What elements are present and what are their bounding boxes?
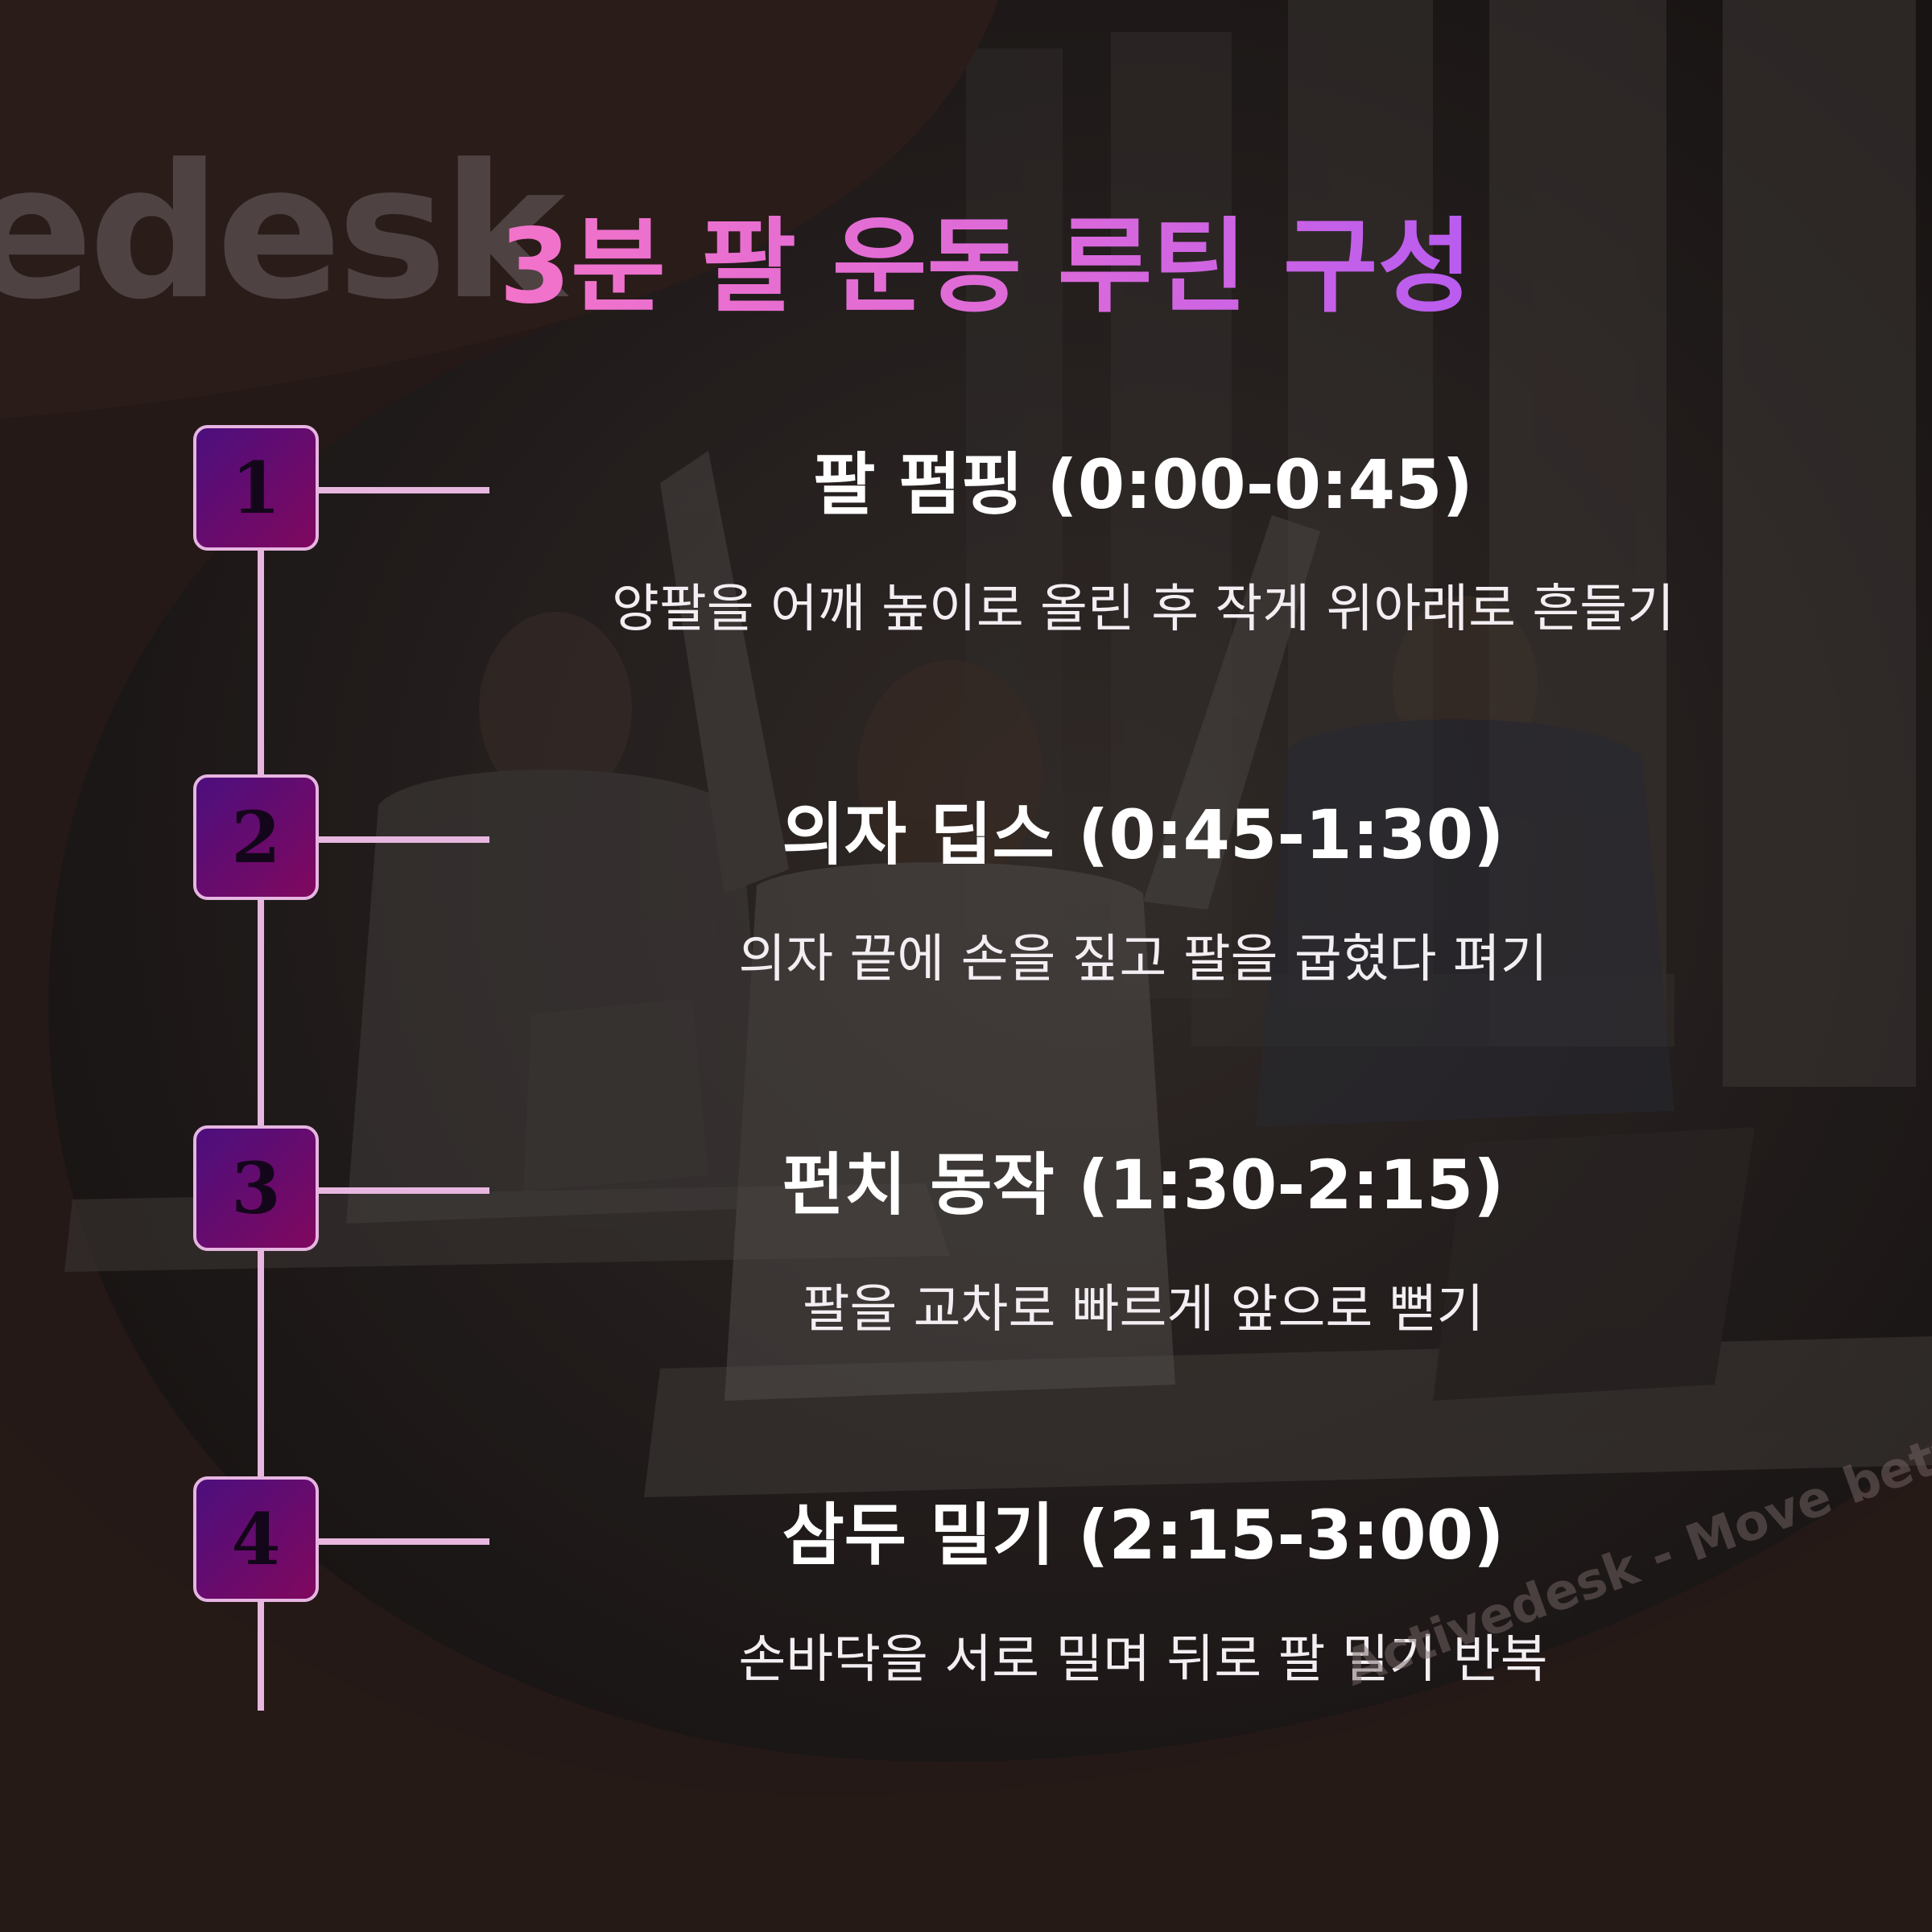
step-number: 3	[231, 1146, 281, 1230]
step-number: 4	[231, 1497, 281, 1581]
step-number-badge-1: 1	[193, 425, 319, 551]
step-description-3: 팔을 교차로 빠르게 앞으로 뻗기	[802, 1280, 1484, 1340]
page-title: 3분 팔 운동 루틴 구성	[499, 207, 1473, 327]
bottom-frame-shape	[0, 1417, 1932, 1932]
people-silhouettes	[346, 451, 1674, 1401]
step-number-badge-2: 2	[193, 774, 319, 900]
step-title-2: 의자 딥스 (0:45-1:30)	[782, 795, 1505, 874]
step-description-2: 의자 끝에 손을 짚고 팔을 굽혔다 펴기	[738, 930, 1548, 989]
step-connector-2	[319, 836, 489, 843]
step-connector-1	[319, 487, 489, 493]
step-title-3: 펀치 동작 (1:30-2:15)	[782, 1146, 1505, 1224]
step-title-1: 팔 펌핑 (0:00-0:45)	[813, 445, 1473, 524]
step-description-4: 손바닥을 서로 밀며 뒤로 팔 밀기 반복	[738, 1630, 1548, 1690]
step-connector-4	[319, 1538, 489, 1545]
step-connector-3	[319, 1187, 489, 1194]
step-number: 2	[231, 795, 281, 879]
step-number-badge-3: 3	[193, 1125, 319, 1251]
step-number: 1	[231, 446, 281, 530]
brand-logo-text: edesk	[0, 126, 565, 341]
step-title-4: 삼두 밀기 (2:15-3:00)	[782, 1496, 1505, 1575]
step-description-1: 양팔을 어깨 높이로 올린 후 작게 위아래로 흔들기	[611, 580, 1674, 639]
step-number-badge-4: 4	[193, 1476, 319, 1602]
top-left-frame-shape	[0, 0, 998, 419]
